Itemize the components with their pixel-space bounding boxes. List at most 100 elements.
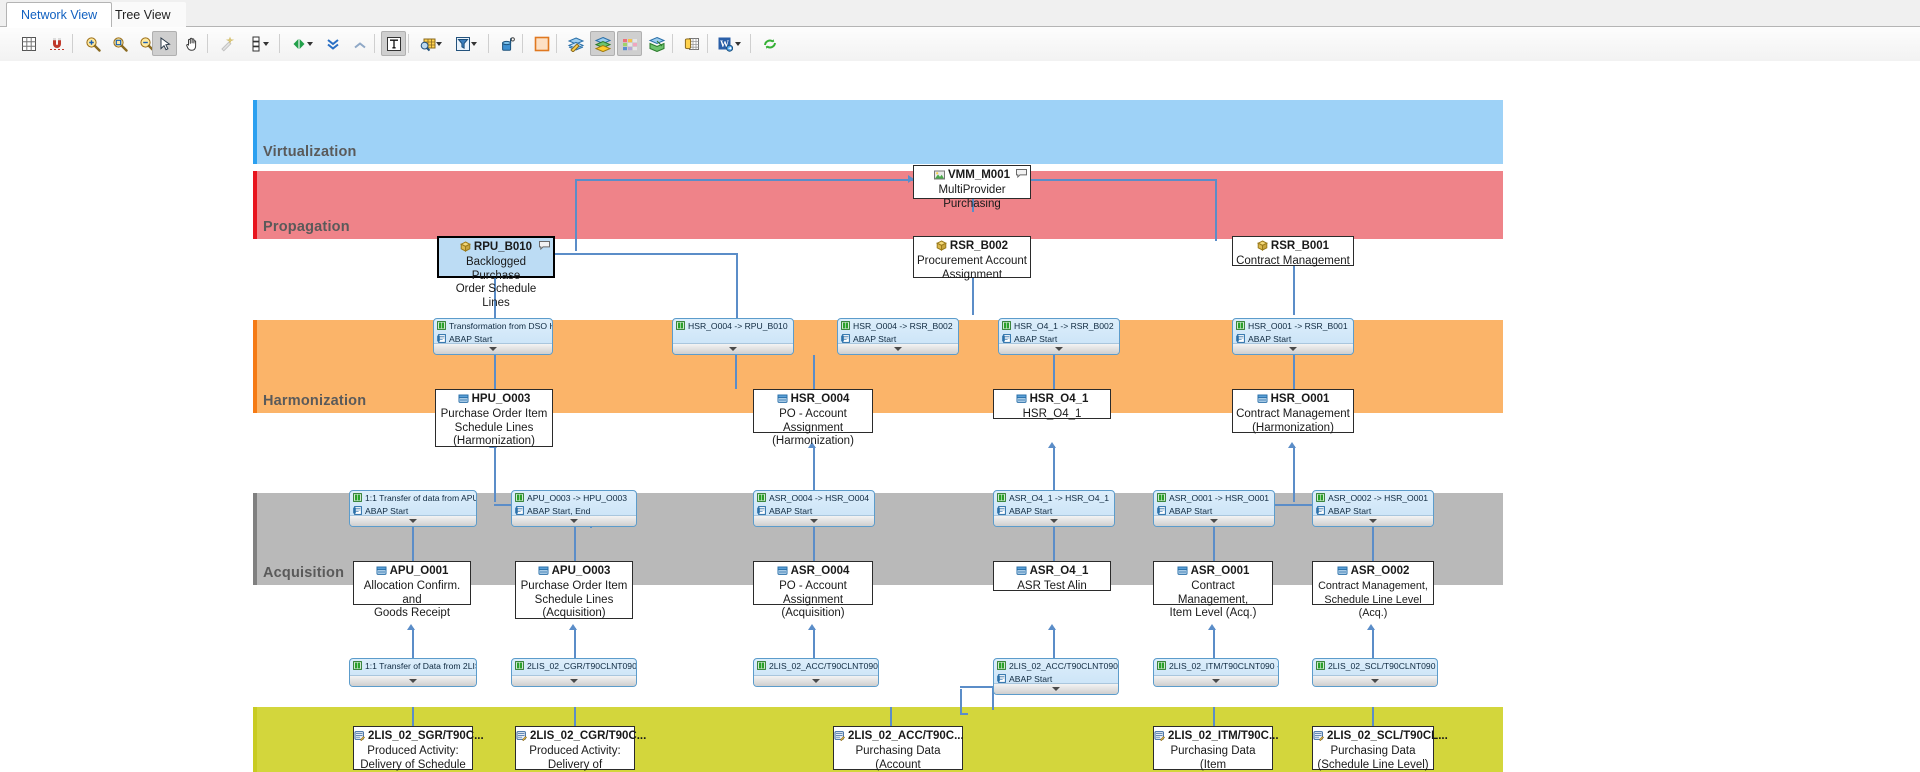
zoom-in-icon[interactable]: [80, 31, 105, 56]
node-ds-scl[interactable]: 2LIS_02_SCL/T90CL... Purchasing Data (Sc…: [1312, 726, 1434, 770]
comment-bubble-icon[interactable]: [539, 241, 550, 255]
node-rsr-b001[interactable]: RSR_B001 Contract Management: [1232, 236, 1354, 266]
node-hsr-o4-1-title: HSR_O4_1: [994, 392, 1110, 408]
process-chain-pc1-expand[interactable]: [434, 343, 552, 354]
pan-hand-icon[interactable]: [179, 31, 204, 56]
band-propagation[interactable]: Propagation: [253, 171, 1503, 239]
process-chain-pc10-line1: ASR_O001 -> HSR_O001: [1154, 491, 1274, 504]
process-chain-pc7[interactable]: APU_O003 -> HPU_O003 ABAP Start, End: [511, 490, 637, 527]
magic-wand-icon[interactable]: [214, 31, 239, 56]
collapse-down-icon[interactable]: [320, 31, 345, 56]
chain-flag-icon: [1002, 321, 1011, 330]
node-rsr-b001-id: RSR_B001: [1271, 240, 1329, 252]
process-chain-pc9[interactable]: ASR_O4_1 -> HSR_O4_1 ABAP Start: [993, 490, 1115, 527]
process-chain-pc8[interactable]: ASR_O004 -> HSR_O004 ABAP Start: [753, 490, 875, 527]
process-chain-pc2-line1: HSR_O004 -> RPU_B010: [673, 319, 793, 332]
word-dropdown-arrow-icon[interactable]: [731, 31, 744, 56]
layers-open-icon[interactable]: [644, 31, 669, 56]
edge-line: [1053, 355, 1055, 389]
process-chain-pc7-expand[interactable]: [512, 515, 636, 526]
process-chain-pc15-expand[interactable]: [994, 683, 1118, 694]
node-asr-o004[interactable]: ASR_O004 PO - Account Assignment (Acquis…: [753, 561, 873, 605]
node-rsr-b002-desc-1: Procurement Account: [914, 255, 1030, 269]
refresh-green-icon[interactable]: [757, 31, 782, 56]
band-virtualization[interactable]: Virtualization: [253, 100, 1503, 164]
node-asr-o001[interactable]: ASR_O001 Contract Management, Item Level…: [1153, 561, 1273, 605]
zoom-fit-icon[interactable]: [107, 31, 132, 56]
process-chain-pc1[interactable]: Transformation from DSO HP... ABAP Start: [433, 318, 553, 355]
node-rpu-b010[interactable]: RPU_B010 Backlogged Purchase Order Sched…: [437, 236, 555, 278]
process-chain-pc13-expand[interactable]: [512, 675, 636, 686]
node-rsr-b002[interactable]: RSR_B002 Procurement Account Assignment: [913, 236, 1031, 278]
refresh-paint-icon[interactable]: [495, 31, 520, 56]
table-dropdown-arrow-icon[interactable]: [432, 31, 445, 56]
network-view-canvas[interactable]: Virtualization Propagation Harmonization…: [0, 61, 1920, 772]
process-chain-pc2[interactable]: HSR_O004 -> RPU_B010: [672, 318, 794, 355]
node-asr-o4-1[interactable]: ASR_O4_1 ASR Test Alin: [993, 561, 1111, 591]
node-ds-sgr[interactable]: 2LIS_02_SGR/T90C... Produced Activity: D…: [353, 726, 473, 770]
node-asr-o002[interactable]: ASR_O002 Contract Management, Schedule L…: [1312, 561, 1434, 605]
process-chain-pc6-expand[interactable]: [350, 515, 476, 526]
edge-line: [494, 355, 496, 389]
grid-icon[interactable]: [16, 31, 41, 56]
node-rpu-b010-desc-1: Backlogged Purchase: [439, 256, 553, 283]
node-vmm-m001[interactable]: VMM_M001 MultiProvider Purchasing: [913, 165, 1031, 199]
layers-edit-icon[interactable]: [563, 31, 588, 56]
node-asr-o001-id: ASR_O001: [1191, 565, 1250, 577]
process-chain-pc13[interactable]: 2LIS_02_CGR/T90CLNT090 ->...: [511, 658, 637, 687]
process-chain-pc12[interactable]: 1:1 Transfer of Data from 2LIS...: [349, 658, 477, 687]
text-tool-icon[interactable]: [381, 31, 406, 56]
edge-arrow: [808, 624, 816, 630]
process-chain-pc17-expand[interactable]: [1313, 675, 1437, 686]
process-chain-pc11-expand[interactable]: [1313, 515, 1433, 526]
node-apu-o001[interactable]: APU_O001 Allocation Confirm. and Goods R…: [353, 561, 471, 605]
process-chain-pc10-expand[interactable]: [1154, 515, 1274, 526]
process-chain-pc14-expand[interactable]: [754, 675, 878, 686]
node-hsr-o001[interactable]: HSR_O001 Contract Management (Harmonizat…: [1232, 389, 1354, 433]
process-chain-pc4-line1: HSR_O4_1 -> RSR_B002: [999, 319, 1119, 332]
process-chain-pc12-expand[interactable]: [350, 675, 476, 686]
dso-icon: [376, 565, 387, 580]
node-asr-o001-title: ASR_O001: [1154, 564, 1272, 580]
collapse-up-icon[interactable]: [347, 31, 372, 56]
datastore-icon[interactable]: [679, 31, 704, 56]
process-chain-pc5[interactable]: HSR_O001 -> RSR_B001 ABAP Start: [1232, 318, 1354, 355]
node-hsr-o4-1[interactable]: HSR_O4_1 HSR_O4_1: [993, 389, 1111, 419]
process-chain-pc15[interactable]: 2LIS_02_ACC/T90CLNT090 ->... ABAP Start: [993, 658, 1119, 695]
process-chain-pc12-line1: 1:1 Transfer of Data from 2LIS...: [350, 659, 476, 672]
process-chain-pc3[interactable]: HSR_O004 -> RSR_B002 ABAP Start: [837, 318, 959, 355]
node-ds-itm[interactable]: 2LIS_02_ITM/T90C... Purchasing Data (Ite…: [1153, 726, 1273, 770]
layers-active-icon[interactable]: [590, 31, 615, 56]
magnet-snap-icon[interactable]: [44, 31, 69, 56]
process-chain-pc8-expand[interactable]: [754, 515, 874, 526]
expand-dropdown-arrow-icon[interactable]: [303, 31, 316, 56]
chain-flag-icon: [1316, 661, 1325, 670]
node-apu-o003[interactable]: APU_O003 Purchase Order Item Schedule Li…: [515, 561, 633, 619]
layout-dropdown-arrow-icon[interactable]: [259, 31, 272, 56]
process-chain-pc4[interactable]: HSR_O4_1 -> RSR_B002 ABAP Start: [998, 318, 1120, 355]
process-chain-pc16[interactable]: 2LIS_02_ITM/T90CLNT090 ->...: [1153, 658, 1279, 687]
process-chain-pc11[interactable]: ASR_O002 -> HSR_O001 ABAP Start: [1312, 490, 1434, 527]
process-chain-pc16-expand[interactable]: [1154, 675, 1278, 686]
process-chain-pc14[interactable]: 2LIS_02_ACC/T90CLNT090 ->...: [753, 658, 879, 687]
process-chain-pc2-expand[interactable]: [673, 343, 793, 354]
filter-dropdown-arrow-icon[interactable]: [467, 31, 480, 56]
process-chain-pc3-expand[interactable]: [838, 343, 958, 354]
comment-bubble-icon[interactable]: [1016, 169, 1027, 183]
node-hsr-o004[interactable]: HSR_O004 PO - Account Assignment (Harmon…: [753, 389, 873, 433]
tab-network-view[interactable]: Network View: [6, 2, 112, 27]
pointer-select-icon[interactable]: [152, 31, 177, 56]
process-chain-pc10[interactable]: ASR_O001 -> HSR_O001 ABAP Start: [1153, 490, 1275, 527]
process-chain-pc9-expand[interactable]: [994, 515, 1114, 526]
process-chain-pc17[interactable]: 2LIS_02_SCL/T90CLNT090 ->...: [1312, 658, 1438, 687]
node-ds-cgr[interactable]: 2LIS_02_CGR/T90C... Produced Activity: D…: [515, 726, 635, 770]
process-chain-pc6[interactable]: 1:1 Transfer of data from APU... ABAP St…: [349, 490, 477, 527]
orange-frame-icon[interactable]: [529, 31, 554, 56]
process-chain-pc5-expand[interactable]: [1233, 343, 1353, 354]
tab-tree-view[interactable]: Tree View: [100, 2, 186, 27]
node-ds-acc[interactable]: 2LIS_02_ACC/T90C... Purchasing Data (Acc…: [833, 726, 963, 770]
process-chain-pc4-expand[interactable]: [999, 343, 1119, 354]
tab-network-view-label: Network View: [21, 8, 97, 22]
color-palette-icon[interactable]: [617, 31, 642, 56]
node-hpu-o003[interactable]: HPU_O003 Purchase Order Item Schedule Li…: [435, 389, 553, 447]
